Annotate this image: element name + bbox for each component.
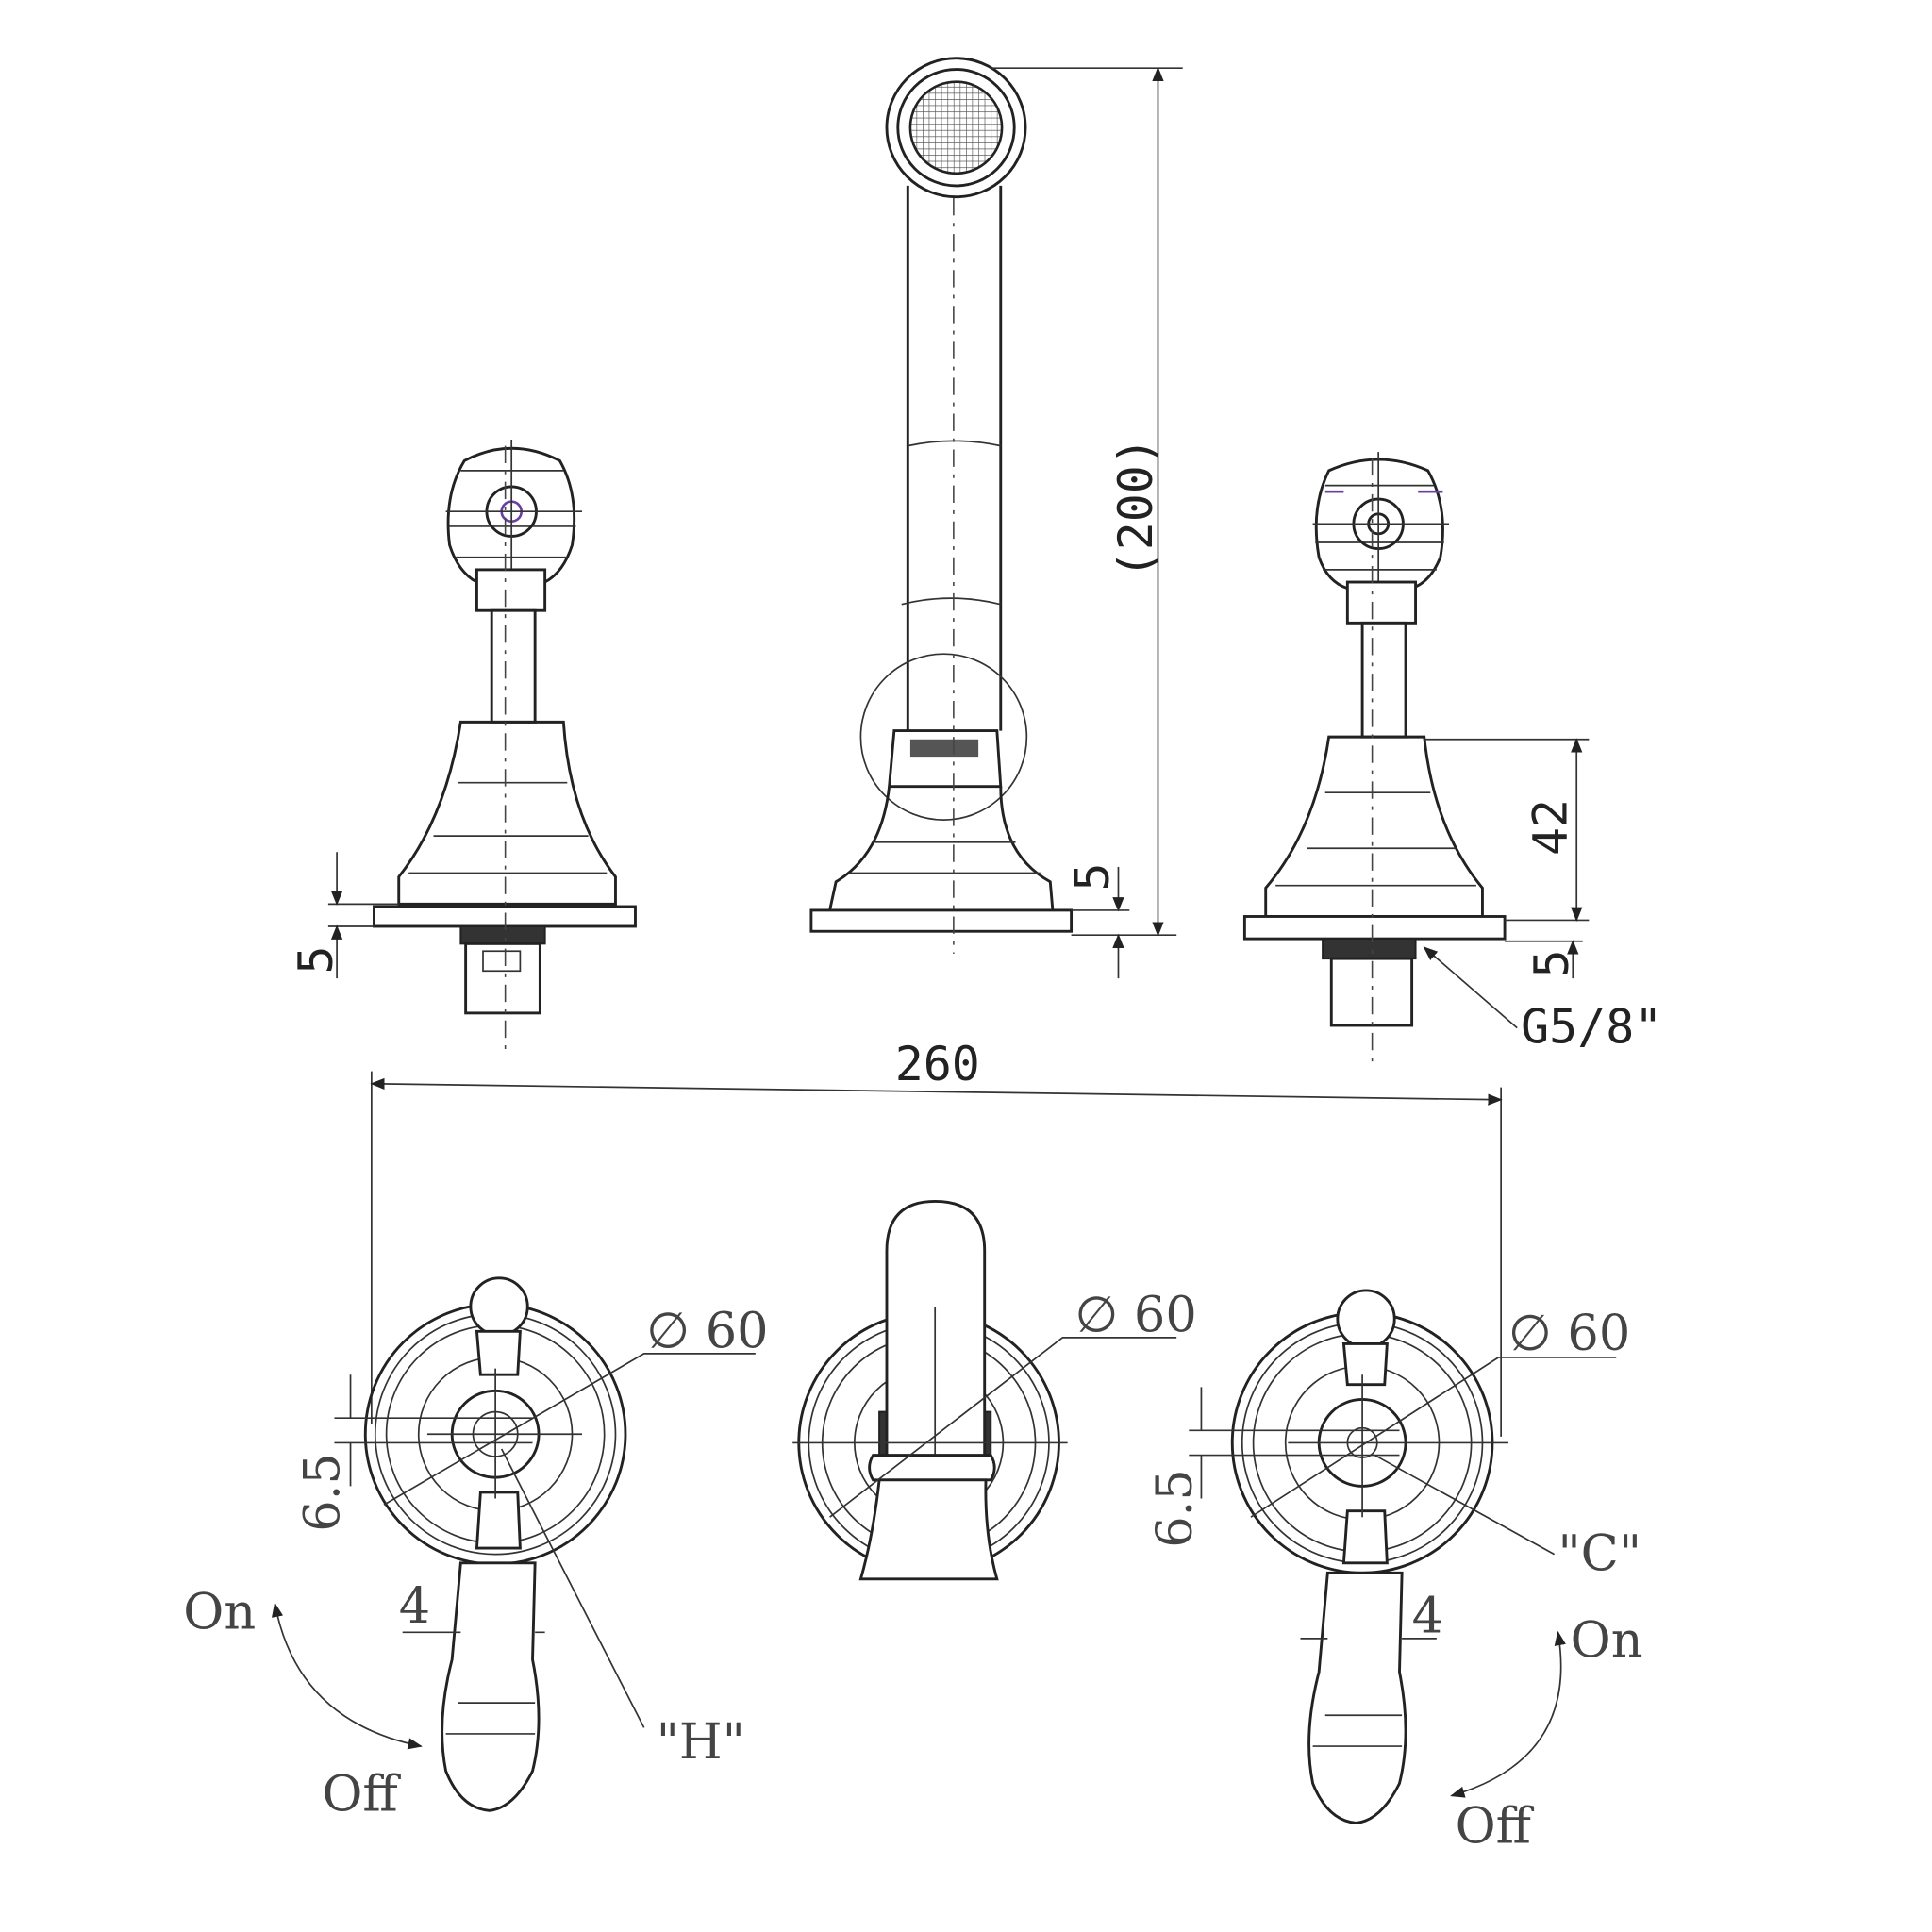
hot-label: "H" xyxy=(657,1713,745,1771)
left-lever-width-label: 4 xyxy=(399,1577,430,1635)
spout-side-view: (200) 5 xyxy=(809,57,1183,979)
valve-height-label: 42 xyxy=(1524,799,1578,856)
right-lever-width-label: 4 xyxy=(1412,1587,1443,1644)
thread-label: G5/8" xyxy=(1521,999,1662,1054)
overall-width-label: 260 xyxy=(895,1037,980,1091)
right-rotation-arrow xyxy=(1450,1630,1566,1798)
cold-label: "C" xyxy=(1558,1525,1641,1583)
right-base-label: 5 xyxy=(1524,949,1579,977)
overall-width-dimension: 260 xyxy=(370,1037,1503,1437)
right-on-label: On xyxy=(1571,1612,1643,1670)
center-diameter-label: ∅ 60 xyxy=(1075,1286,1197,1343)
left-valve-side-view: 5 xyxy=(289,440,637,1051)
right-handle-front-view: ∅ 60 6.5 4 "C" On Off xyxy=(1146,1289,1643,1855)
spout-height-label: (200) xyxy=(1108,437,1163,578)
left-handle-front-view: ∅ 60 6.5 4 "H" On Off xyxy=(183,1276,769,1823)
right-off-label: Off xyxy=(1456,1797,1535,1855)
spout-base-label: 5 xyxy=(1065,862,1120,891)
left-off-label: Off xyxy=(322,1765,401,1823)
right-valve-side-view: 42 5 G5/8" xyxy=(1242,452,1662,1066)
spout-front-view: ∅ 60 xyxy=(792,1199,1197,1581)
left-base-label: 5 xyxy=(289,945,343,974)
spout-marking xyxy=(909,739,979,758)
left-offset-label: 6.5 xyxy=(294,1453,352,1532)
right-offset-label: 6.5 xyxy=(1146,1469,1204,1548)
left-rotation-arrow xyxy=(271,1602,423,1750)
right-diameter-label: ∅ 60 xyxy=(1508,1305,1630,1362)
left-diameter-label: ∅ 60 xyxy=(646,1302,768,1359)
left-on-label: On xyxy=(183,1583,256,1641)
